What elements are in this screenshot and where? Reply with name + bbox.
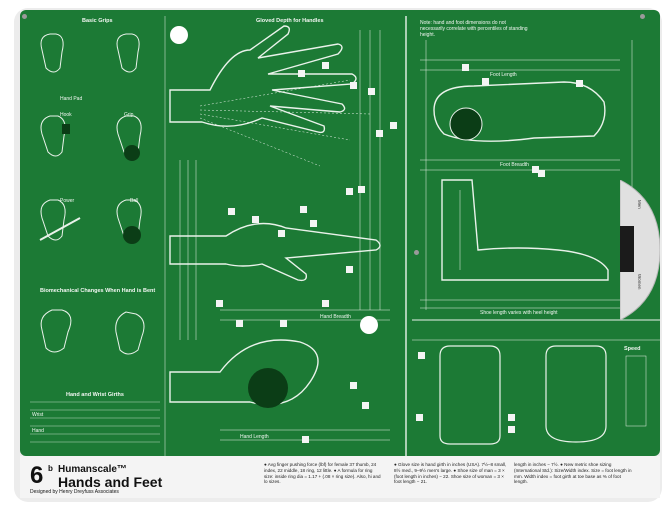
rotary-dial[interactable]: Men Women xyxy=(619,179,661,321)
hand-row-label: Hand xyxy=(32,428,44,434)
wrist-row-label: Wrist xyxy=(32,412,44,418)
power-label: Power xyxy=(60,198,75,204)
hand-breadth-label: Hand Breadth xyxy=(320,314,351,320)
hook-label: Hook xyxy=(60,112,72,118)
foot-note: Note: hand and foot dimensions do not ne… xyxy=(420,20,528,38)
basic-grips-heading: Basic Grips xyxy=(82,18,113,24)
hand-pad-label: Hand Pad xyxy=(60,96,83,102)
handle-depth-heading: Gloved Depth for Handles xyxy=(256,18,324,24)
chart-number: 6 xyxy=(30,462,44,489)
footnote-1: ● Avg finger pushing force (lbf) for fem… xyxy=(264,462,381,485)
corner-screw xyxy=(640,14,645,19)
footer-strip xyxy=(20,456,660,498)
speed-label: Speed xyxy=(624,346,641,352)
footnote-3: length in inches − 7½. ● New metric shoe… xyxy=(514,462,632,485)
anthropometric-drawing xyxy=(30,16,660,456)
pivot-rivet xyxy=(414,250,419,255)
hand-girths-heading: Hand and Wrist Girths xyxy=(66,392,124,398)
designer-credit: Designed by Henry Dreyfuss Associates xyxy=(30,489,119,495)
chart-title: Hands and Feet xyxy=(58,474,163,490)
ball-label: Ball xyxy=(130,198,139,204)
foot-length-label: Foot Length xyxy=(490,72,517,78)
shoe-length-note: Shoe length varies with heel height xyxy=(480,310,558,316)
grip-hands xyxy=(40,33,145,355)
biomechanical-heading: Biomechanical Changes When Hand is Bent xyxy=(40,288,156,294)
dial-men-label: Men xyxy=(637,200,642,209)
punch-hole xyxy=(170,26,188,44)
footnote-2: ● Glove size is hand girth in inches (US… xyxy=(394,462,507,485)
grip-label: Grip xyxy=(124,112,134,118)
corner-screw xyxy=(22,14,27,19)
chart-number-suffix: b xyxy=(48,464,53,473)
punch-hole xyxy=(360,316,378,334)
hand-length-label: Hand Length xyxy=(240,434,269,440)
dial-women-label: Women xyxy=(637,274,642,290)
foot-breadth-label: Foot Breadth xyxy=(500,162,529,168)
green-board: Basic Grips Hand Pad Hook Grip Power Bal… xyxy=(20,10,660,456)
brand-name: Humanscale™ xyxy=(58,464,127,475)
